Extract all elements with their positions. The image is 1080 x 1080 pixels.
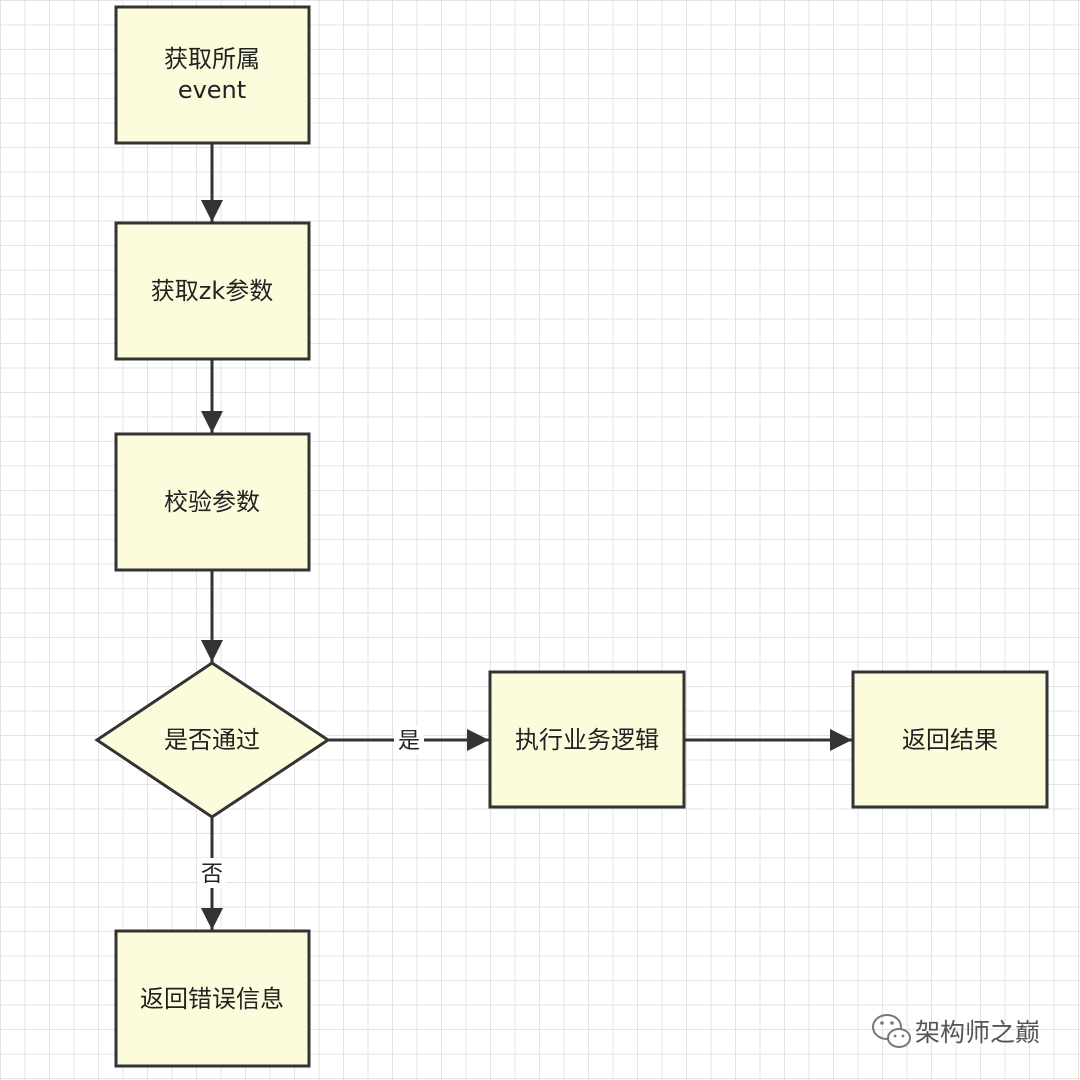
node-passed-check: 是否通过 — [94, 661, 331, 819]
node-get-event-line1: 获取所属 — [164, 45, 260, 73]
node-get-zk-params-label: 获取zk参数 — [151, 277, 274, 305]
node-get-event-box — [114, 5, 311, 145]
wechat-icon — [872, 1014, 911, 1048]
node-validate-params-label: 校验参数 — [164, 488, 260, 516]
node-return-error-box — [114, 929, 311, 1068]
node-execute-logic: 执行业务逻辑 — [488, 670, 686, 809]
node-execute-logic-box — [488, 670, 686, 809]
no-label: 否 — [201, 862, 223, 887]
node-return-result-label: 返回结果 — [902, 726, 998, 754]
node-get-event: 获取所属 event — [114, 5, 311, 145]
no-label-bg — [198, 858, 226, 888]
node-validate-params-box — [114, 432, 311, 572]
node-return-result-box — [851, 670, 1049, 809]
yes-label: 是 — [398, 729, 420, 754]
node-return-result: 返回结果 — [851, 670, 1049, 809]
node-get-zk-params: 获取zk参数 — [114, 221, 311, 361]
node-validate-params: 校验参数 — [114, 432, 311, 572]
node-passed-check-label: 是否通过 — [164, 726, 260, 754]
node-get-event-line2: event — [178, 76, 246, 104]
edge-labels: 是 否 — [198, 726, 424, 888]
node-get-zk-params-box — [114, 221, 311, 361]
watermark: 架构师之巅 — [872, 1014, 1040, 1048]
watermark-text: 架构师之巅 — [915, 1018, 1040, 1047]
yes-label-bg — [394, 726, 424, 754]
node-return-error: 返回错误信息 — [114, 929, 311, 1068]
node-return-error-label: 返回错误信息 — [140, 985, 284, 1013]
decision-diamond — [94, 661, 331, 819]
node-execute-logic-label: 执行业务逻辑 — [515, 726, 659, 754]
